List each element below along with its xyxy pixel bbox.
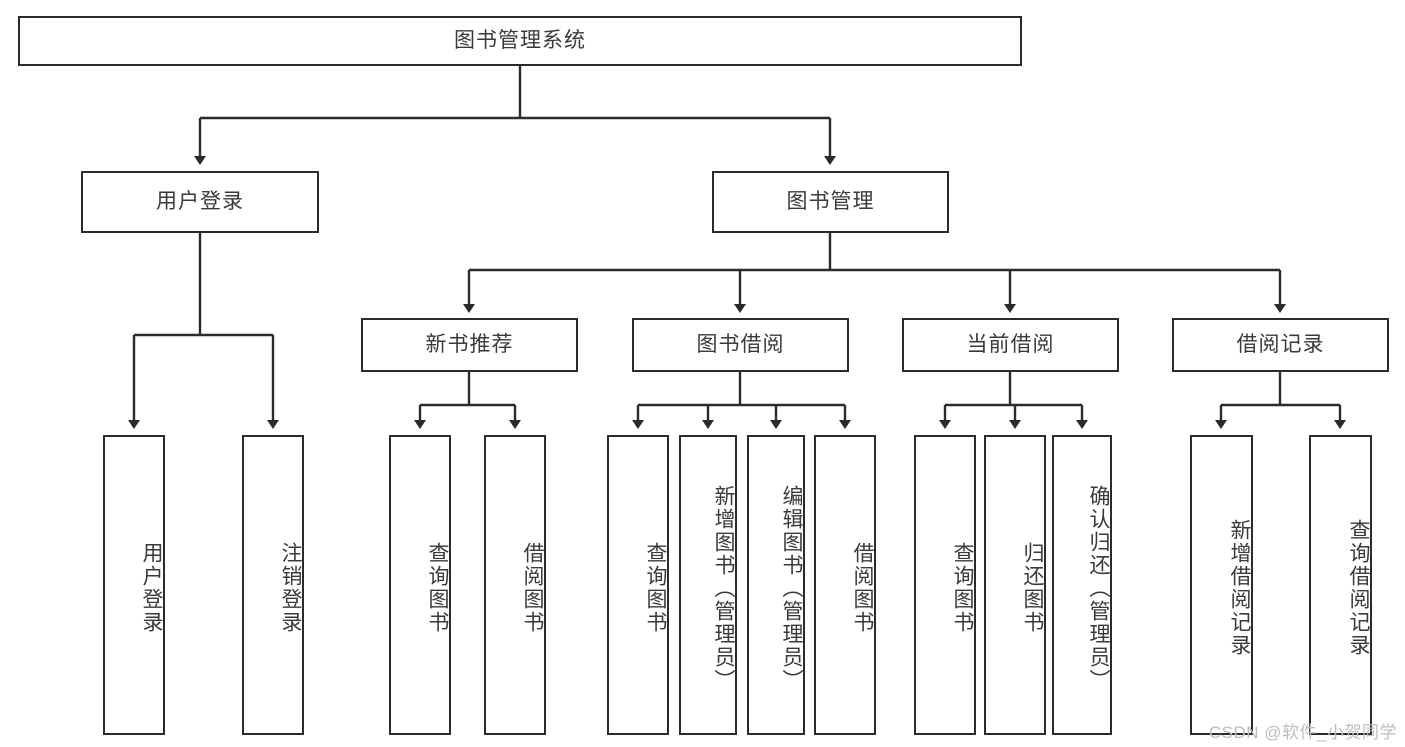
node-new-book-recommend[interactable]: 新书推荐	[361, 318, 578, 372]
leaf-return-book-label: 归还图书	[1021, 542, 1044, 634]
leaf-logout[interactable]: 注销登录	[242, 435, 304, 735]
node-current-borrow-label: 当前借阅	[966, 332, 1055, 356]
leaf-edit-book-admin[interactable]: 编辑图书（管理员）	[747, 435, 805, 735]
leaf-edit-book-admin-label: 编辑图书（管理员）	[780, 484, 803, 692]
leaf-borrow-book-recommend[interactable]: 借阅图书	[484, 435, 546, 735]
leaf-add-book-admin-label: 新增图书（管理员）	[712, 484, 735, 692]
leaf-query-book-recommend-label: 查询图书	[426, 542, 449, 634]
node-book-borrow-label: 图书借阅	[696, 332, 785, 356]
node-book-management-label: 图书管理	[786, 189, 875, 213]
node-current-borrow[interactable]: 当前借阅	[902, 318, 1119, 372]
node-root-label: 图书管理系统	[454, 28, 586, 52]
leaf-add-borrow-record-label: 新增借阅记录	[1228, 519, 1251, 657]
leaf-query-book-borrow-label: 查询图书	[644, 542, 667, 634]
node-root[interactable]: 图书管理系统	[18, 16, 1022, 66]
leaf-query-book-borrow[interactable]: 查询图书	[607, 435, 669, 735]
leaf-query-borrow-record[interactable]: 查询借阅记录	[1309, 435, 1372, 735]
leaf-borrow-book-label: 借阅图书	[851, 542, 874, 634]
node-user-login[interactable]: 用户登录	[81, 171, 319, 233]
node-book-borrow[interactable]: 图书借阅	[632, 318, 849, 372]
node-book-management[interactable]: 图书管理	[712, 171, 949, 233]
node-new-book-recommend-label: 新书推荐	[425, 332, 514, 356]
node-borrow-record-label: 借阅记录	[1236, 332, 1325, 356]
leaf-add-borrow-record[interactable]: 新增借阅记录	[1190, 435, 1253, 735]
node-borrow-record[interactable]: 借阅记录	[1172, 318, 1389, 372]
leaf-query-borrow-record-label: 查询借阅记录	[1347, 519, 1370, 657]
leaf-query-book-recommend[interactable]: 查询图书	[389, 435, 451, 735]
leaf-query-book-current-label: 查询图书	[951, 542, 974, 634]
leaf-user-login[interactable]: 用户登录	[103, 435, 165, 735]
watermark: CSDN @软件_小贺同学	[1208, 723, 1397, 742]
leaf-confirm-return-admin-label: 确认归还（管理员）	[1087, 484, 1110, 692]
leaf-return-book[interactable]: 归还图书	[984, 435, 1046, 735]
leaf-confirm-return-admin[interactable]: 确认归还（管理员）	[1052, 435, 1112, 735]
leaf-query-book-current[interactable]: 查询图书	[914, 435, 976, 735]
leaf-add-book-admin[interactable]: 新增图书（管理员）	[679, 435, 737, 735]
leaf-user-login-label: 用户登录	[140, 542, 163, 634]
leaf-borrow-book-recommend-label: 借阅图书	[521, 542, 544, 634]
leaf-borrow-book[interactable]: 借阅图书	[814, 435, 876, 735]
node-user-login-label: 用户登录	[156, 189, 244, 213]
leaf-logout-label: 注销登录	[279, 542, 302, 634]
